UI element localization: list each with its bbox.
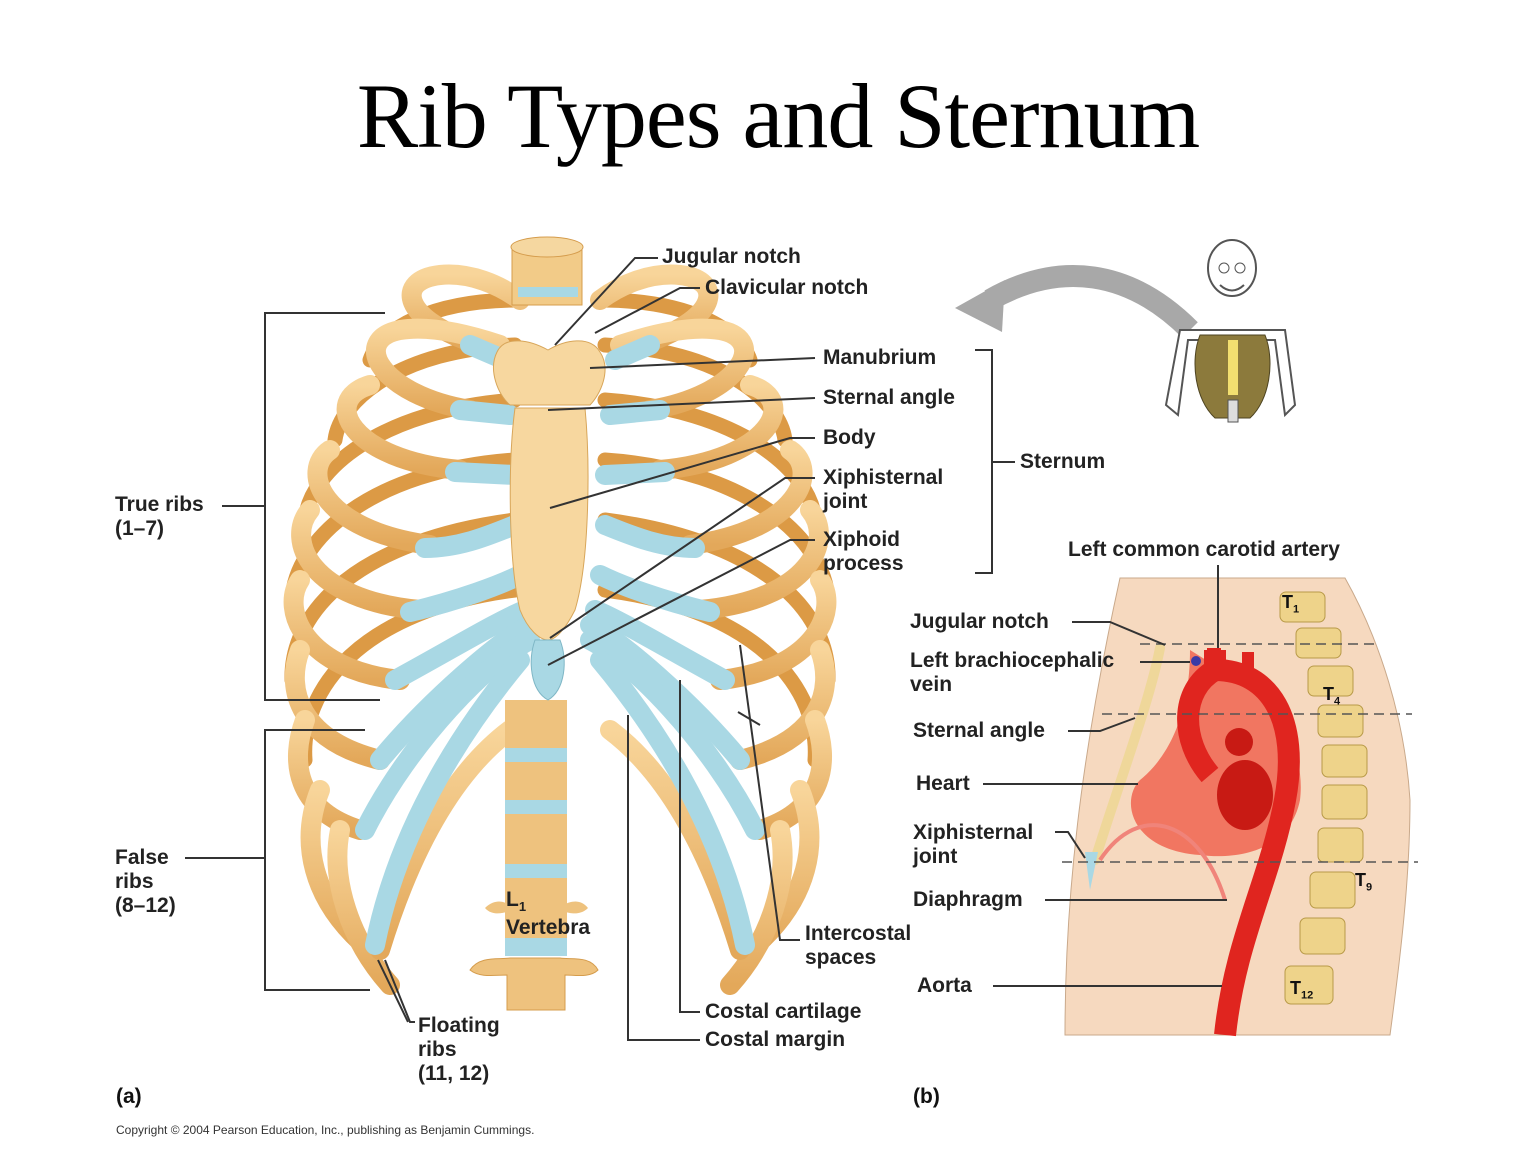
label-vertebra: Vertebra — [506, 916, 591, 939]
label-aorta: Aorta — [917, 974, 972, 997]
label-true-ribs: True ribs (1–7) — [115, 493, 204, 540]
label-heart: Heart — [916, 772, 970, 795]
vertebra-label-t4: T4 — [1323, 684, 1341, 708]
label-left-common-carotid-artery: Left common carotid artery — [1068, 538, 1340, 561]
panel-b-tag: (b) — [913, 1085, 940, 1108]
label-manubrium: Manubrium — [823, 346, 937, 369]
label-costal-margin: Costal margin — [705, 1028, 846, 1051]
label-xiphisternal-joint-a: Xiphisternal joint — [823, 466, 944, 513]
rib-cage-illustration — [283, 236, 837, 1011]
sagittal-section-illustration — [1062, 577, 1418, 1037]
label-jugular-notch-a: Jugular notch — [662, 245, 801, 268]
label-xiphoid-process: Xiphoid process — [823, 528, 904, 575]
reference-level-lines — [1062, 643, 1418, 863]
label-costal-cartilage: Costal cartilage — [705, 1000, 862, 1023]
vertebral-column — [469, 236, 599, 1011]
label-diaphragm: Diaphragm — [913, 888, 1023, 911]
skeleton-inset — [955, 239, 1297, 423]
vertebra-label-t9: T9 — [1355, 870, 1373, 894]
label-l1-letter: L — [506, 888, 519, 911]
label-sternal-angle-a: Sternal angle — [823, 386, 955, 409]
label-intercostal-spaces: Intercostal spaces — [805, 922, 912, 969]
label-body: Body — [823, 426, 876, 449]
label-l1-subscript: 1 — [518, 899, 527, 915]
anterior-ribs — [283, 264, 837, 995]
label-left-brachiocephalic-vein: Left brachiocephalic vein — [910, 649, 1115, 696]
copyright-notice: Copyright © 2004 Pearson Education, Inc.… — [116, 1123, 535, 1137]
label-sternum: Sternum — [1020, 450, 1106, 473]
vertebra-label-t12: T12 — [1290, 978, 1314, 1002]
thoracic-vertebrae — [1279, 591, 1368, 1005]
slide-title: Rib Types and Sternum — [356, 65, 1200, 167]
panel-b-leader-lines — [983, 565, 1227, 987]
label-sternal-angle-b: Sternal angle — [913, 719, 1045, 742]
label-clavicular-notch: Clavicular notch — [705, 276, 869, 299]
label-l1: L1 — [506, 888, 526, 919]
label-xiphisternal-joint-b: Xiphisternal joint — [913, 821, 1034, 868]
panel-a-tag: (a) — [116, 1085, 142, 1108]
vertebra-label-t1: T1 — [1282, 592, 1300, 616]
label-false-ribs: False ribs (8–12) — [115, 846, 176, 917]
panel-a-leader-lines — [185, 257, 1015, 1041]
label-jugular-notch-b: Jugular notch — [910, 610, 1049, 633]
label-floating-ribs: Floating ribs (11, 12) — [418, 1014, 500, 1085]
sternum-illustration — [493, 340, 606, 701]
